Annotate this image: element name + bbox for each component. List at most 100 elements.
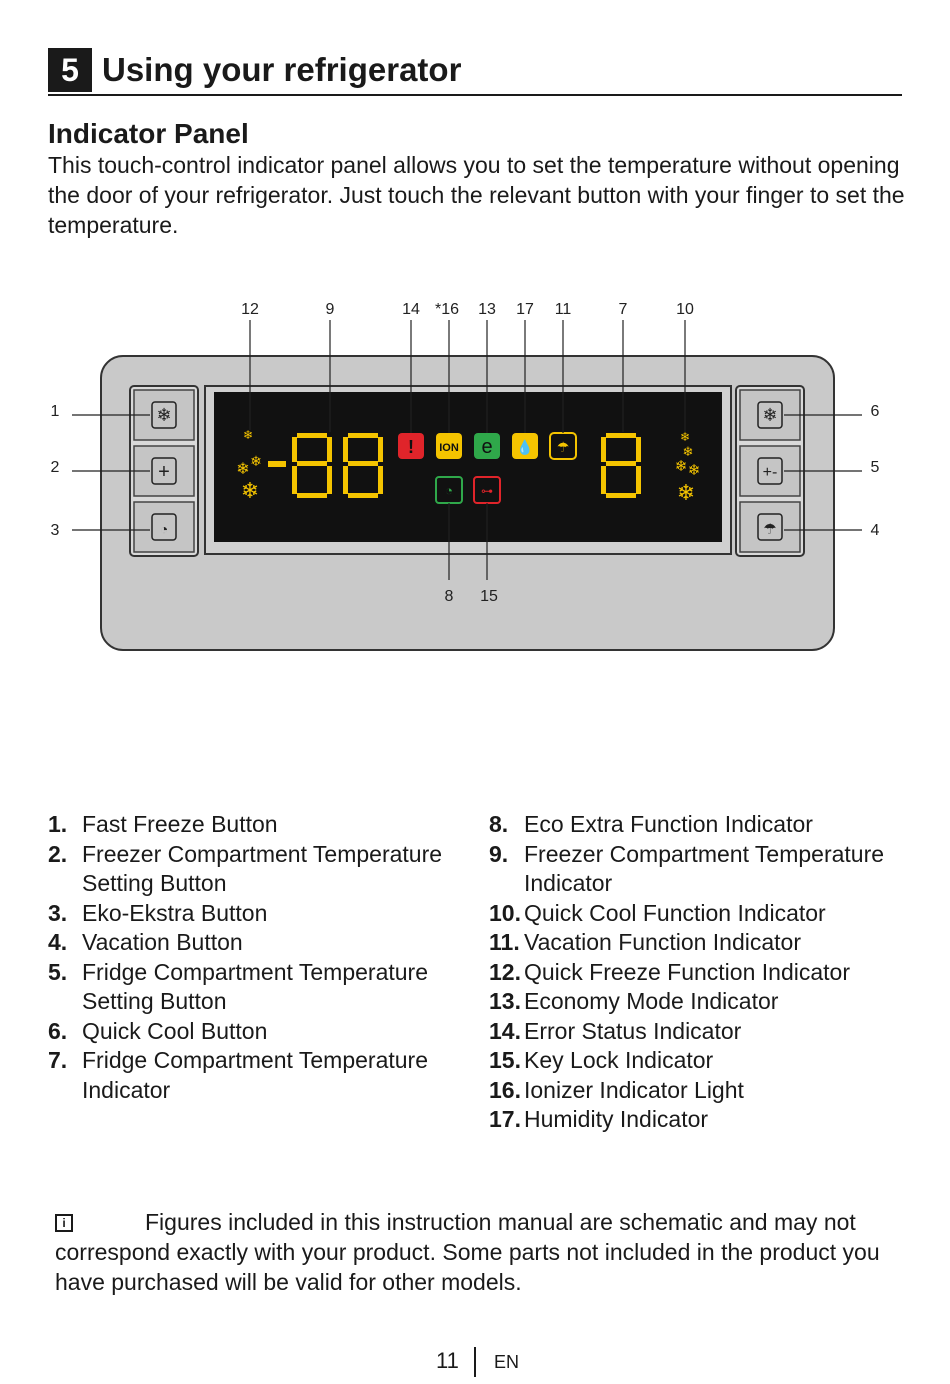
list-text: Ionizer Indicator Light bbox=[524, 1076, 744, 1103]
callout-label: 3 bbox=[51, 522, 60, 539]
callout-label: 9 bbox=[326, 301, 335, 318]
snowflake-icon: ❄ bbox=[762, 405, 777, 425]
callout-label: 13 bbox=[478, 301, 496, 318]
list-text: Freezer Compartment Temperature Setting … bbox=[82, 840, 443, 897]
quick-freeze-indicator: ❄ ❄ ❄ ❄ bbox=[236, 428, 262, 503]
callout-label: *16 bbox=[435, 301, 459, 318]
list-item: 8.Eco Extra Function Indicator bbox=[489, 810, 909, 840]
note-text: Figures included in this instruction man… bbox=[55, 1209, 880, 1295]
snowflake-icon: ❄ bbox=[675, 458, 688, 475]
list-item: 10.Quick Cool Function Indicator bbox=[489, 899, 909, 929]
section-title: Using your refrigerator bbox=[102, 51, 462, 88]
snowflake-icon: ❄ bbox=[677, 480, 695, 505]
ion-icon: ION bbox=[439, 442, 459, 454]
legend-list-right: 8.Eco Extra Function Indicator 9. Freezer… bbox=[489, 810, 909, 1135]
list-number: 6. bbox=[48, 1017, 68, 1044]
digit-segment-group bbox=[343, 433, 383, 498]
list-item: 17.Humidity Indicator bbox=[489, 1105, 909, 1135]
list-text: Fridge Compartment Temperature Indicator bbox=[82, 1047, 428, 1103]
list-item: 15.Key Lock Indicator bbox=[489, 1046, 909, 1076]
list-number: 15. bbox=[489, 1047, 521, 1073]
list-text: Vacation Function Indicator bbox=[524, 929, 802, 955]
snowflake-icon: ❄ bbox=[250, 453, 262, 469]
fridge-temp-indicator bbox=[601, 433, 641, 498]
error-icon: ! bbox=[408, 437, 414, 457]
callout-label: 2 bbox=[51, 459, 60, 476]
list-item: 11.Vacation Function Indicator bbox=[489, 928, 909, 958]
eko-ekstra-button[interactable]: ◔ bbox=[133, 501, 195, 553]
list-text: Error Status Indicator bbox=[524, 1017, 742, 1044]
list-number: 13. bbox=[489, 988, 521, 1014]
economy-mode-indicator: e bbox=[474, 433, 500, 459]
list-number: 2. bbox=[48, 840, 68, 867]
page-number: 11 bbox=[436, 1348, 459, 1373]
vacation-button[interactable]: ☂ bbox=[739, 501, 801, 553]
list-number: 7. bbox=[48, 1047, 68, 1073]
eco-icon: e bbox=[481, 436, 492, 458]
list-number: 16. bbox=[489, 1076, 521, 1103]
snowflake-icon: ❄ bbox=[243, 428, 253, 442]
plus-icon: + bbox=[158, 461, 170, 483]
list-number: 14. bbox=[489, 1017, 521, 1044]
callout-lines bbox=[72, 320, 862, 580]
list-text: Fridge Compartment Temperature Setting B… bbox=[82, 958, 428, 1015]
snowflake-icon: ❄ bbox=[688, 462, 701, 479]
freezer-temp-indicator bbox=[268, 433, 383, 498]
callout-label: 15 bbox=[480, 588, 498, 605]
intro-paragraph: This touch-control indicator panel allow… bbox=[48, 152, 905, 238]
section-number: 5 bbox=[48, 48, 92, 92]
list-item: 1.Fast Freeze Button bbox=[48, 810, 448, 840]
snowflake-icon: ❄ bbox=[156, 405, 171, 425]
list-item: 2. Freezer Compartment Temperature Settin… bbox=[48, 840, 448, 899]
list-item: 12.Quick Freeze Function Indicator bbox=[489, 958, 909, 988]
list-text: Humidity Indicator bbox=[524, 1106, 709, 1132]
list-item: 4. Vacation Button bbox=[48, 928, 448, 958]
callout-label: 14 bbox=[402, 301, 420, 318]
list-text: Fast Freeze Button bbox=[82, 811, 278, 837]
callout-label: 5 bbox=[871, 459, 880, 476]
list-item: 14.Error Status Indicator bbox=[489, 1017, 909, 1047]
list-number: 4. bbox=[48, 929, 68, 955]
droplet-icon: 💧 bbox=[516, 439, 533, 456]
display-screen bbox=[214, 392, 722, 542]
callout-label: 10 bbox=[676, 301, 694, 318]
list-text: Vacation Button bbox=[82, 929, 243, 955]
callout-label: 1 bbox=[51, 403, 60, 420]
callout-label: 7 bbox=[619, 301, 628, 318]
callout-label: 11 bbox=[555, 301, 572, 318]
list-number: 3. bbox=[48, 899, 68, 926]
minus-segment bbox=[268, 461, 286, 467]
list-text: Freezer Compartment Temperature Indicato… bbox=[524, 840, 885, 897]
info-icon: i bbox=[55, 1214, 73, 1232]
error-status-indicator: ! bbox=[398, 433, 424, 459]
list-text: Key Lock Indicator bbox=[524, 1047, 714, 1073]
legend-list-left: 1.Fast Freeze Button 2. Freezer Compartme… bbox=[48, 810, 448, 1105]
list-number: 11. bbox=[489, 929, 520, 955]
ionizer-indicator: ION bbox=[436, 433, 462, 459]
list-item: 3. Eko-Ekstra Button bbox=[48, 899, 448, 929]
digit-segment-group bbox=[292, 433, 332, 498]
list-item: 9. Freezer Compartment Temperature Indica… bbox=[489, 840, 909, 899]
umbrella-icon: ☂ bbox=[557, 439, 570, 455]
snowflake-icon: ❄ bbox=[683, 444, 694, 459]
snowflake-icon: ❄ bbox=[680, 430, 690, 444]
snowflake-icon: ❄ bbox=[236, 461, 249, 478]
list-number: 17. bbox=[489, 1106, 521, 1132]
list-text: Quick Cool Function Indicator bbox=[524, 899, 826, 926]
list-text: Economy Mode Indicator bbox=[524, 988, 779, 1014]
page-footer: 11 EN bbox=[0, 1345, 950, 1381]
humidity-indicator: 💧 bbox=[512, 433, 538, 459]
list-item: 13.Economy Mode Indicator bbox=[489, 987, 909, 1017]
fast-freeze-button[interactable]: ❄ bbox=[133, 389, 195, 441]
umbrella-icon: ☂ bbox=[763, 521, 776, 538]
quick-cool-indicator: ❄ ❄ ❄ ❄ ❄ bbox=[675, 430, 701, 505]
indicator-panel-diagram: ❄ + ◔ ❄ +- ☂ ❄ ❄ ❄ ❄ bbox=[51, 301, 880, 651]
callout-label: 6 bbox=[871, 403, 880, 420]
list-number: 9. bbox=[489, 840, 509, 867]
list-text: Eco Extra Function Indicator bbox=[524, 811, 813, 837]
list-text: Eko-Ekstra Button bbox=[82, 899, 268, 926]
footer-divider bbox=[474, 1347, 476, 1377]
key-icon: ⊶ bbox=[481, 484, 493, 498]
callout-label: 17 bbox=[516, 301, 534, 318]
